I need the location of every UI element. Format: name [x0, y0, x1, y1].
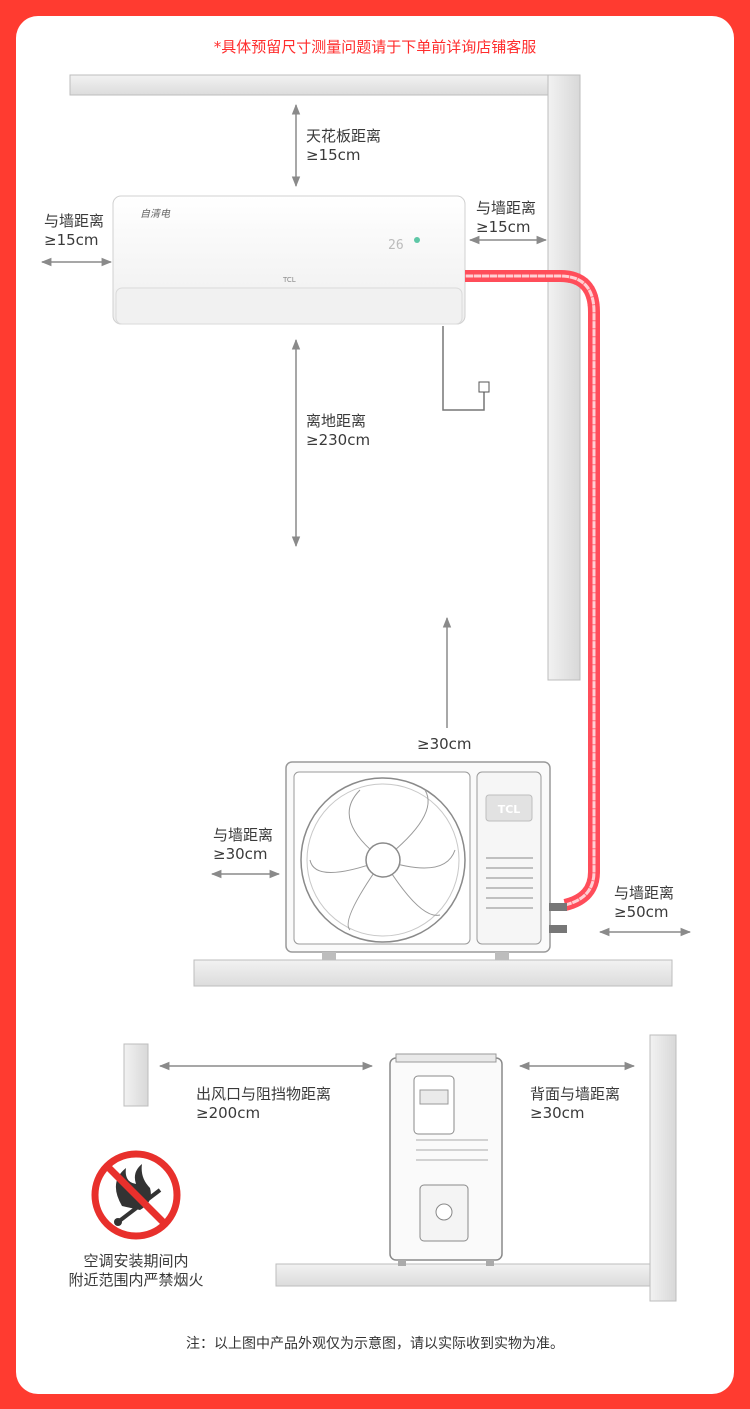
- footer-note: 注：以上图中产品外观仅为示意图，请以实际收到实物为准。: [186, 1336, 564, 1352]
- ceiling-title: 天花板距离: [306, 127, 382, 145]
- outlet-title: 出风口与阻挡物距离: [196, 1085, 332, 1103]
- floor-value: ≥230cm: [306, 431, 371, 449]
- no-fire-icon: [91, 1150, 181, 1240]
- ceiling-value: ≥15cm: [306, 146, 361, 164]
- left-wall-value: ≥15cm: [44, 231, 99, 249]
- notice-text: *具体预留尺寸测量问题请于下单前详询店铺客服: [213, 38, 537, 56]
- indoor-logo: 自清电: [140, 208, 171, 220]
- right-wall-value: ≥15cm: [476, 218, 531, 236]
- outlet-label: 出风口与阻挡物距离 ≥200cm: [196, 1085, 331, 1123]
- indoor-brand: TCL: [282, 276, 296, 284]
- outlet-value: ≥200cm: [196, 1104, 261, 1122]
- side-view: [123, 1034, 677, 1302]
- right-wall-title: 与墙距离: [476, 199, 537, 217]
- back-title: 背面与墙距离: [530, 1085, 621, 1103]
- no-fire-line2: 附近范围内严禁烟火: [68, 1271, 204, 1289]
- left-wall-title: 与墙距离: [44, 212, 105, 230]
- no-fire-label: 空调安装期间内 附近范围内严禁烟火: [56, 1252, 216, 1290]
- indoor-display: 26: [388, 238, 404, 253]
- outdoor-left-title: 与墙距离: [213, 826, 274, 844]
- fan-icon: [300, 777, 466, 943]
- outdoor-unit: TCL: [285, 761, 567, 960]
- outdoor-right-title: 与墙距离: [614, 884, 675, 902]
- floor-label: 离地距离 ≥230cm: [306, 412, 370, 450]
- ceiling-wall: [69, 74, 581, 681]
- outdoor-right-label: 与墙距离 ≥50cm: [614, 884, 674, 922]
- indoor-unit: 自清电 26 TCL: [112, 195, 490, 411]
- back-value: ≥30cm: [530, 1104, 585, 1122]
- outdoor-left-label: 与墙距离 ≥30cm: [213, 826, 273, 864]
- back-label: 背面与墙距离 ≥30cm: [530, 1085, 620, 1123]
- left-wall-label: 与墙距离 ≥15cm: [44, 212, 104, 250]
- dimension-arrows: [40, 103, 692, 937]
- outdoor-left-value: ≥30cm: [213, 845, 268, 863]
- ground-slab: [193, 959, 673, 987]
- no-fire-line1: 空调安装期间内: [83, 1252, 189, 1270]
- refrigerant-pipe: [465, 270, 600, 911]
- outdoor-right-value: ≥50cm: [614, 903, 669, 921]
- right-wall-label: 与墙距离 ≥15cm: [476, 199, 536, 237]
- outdoor-top-label: ≥30cm: [417, 735, 472, 753]
- floor-title: 离地距离: [306, 412, 367, 430]
- outdoor-brand: TCL: [498, 803, 521, 816]
- ceiling-label: 天花板距离 ≥15cm: [306, 127, 381, 165]
